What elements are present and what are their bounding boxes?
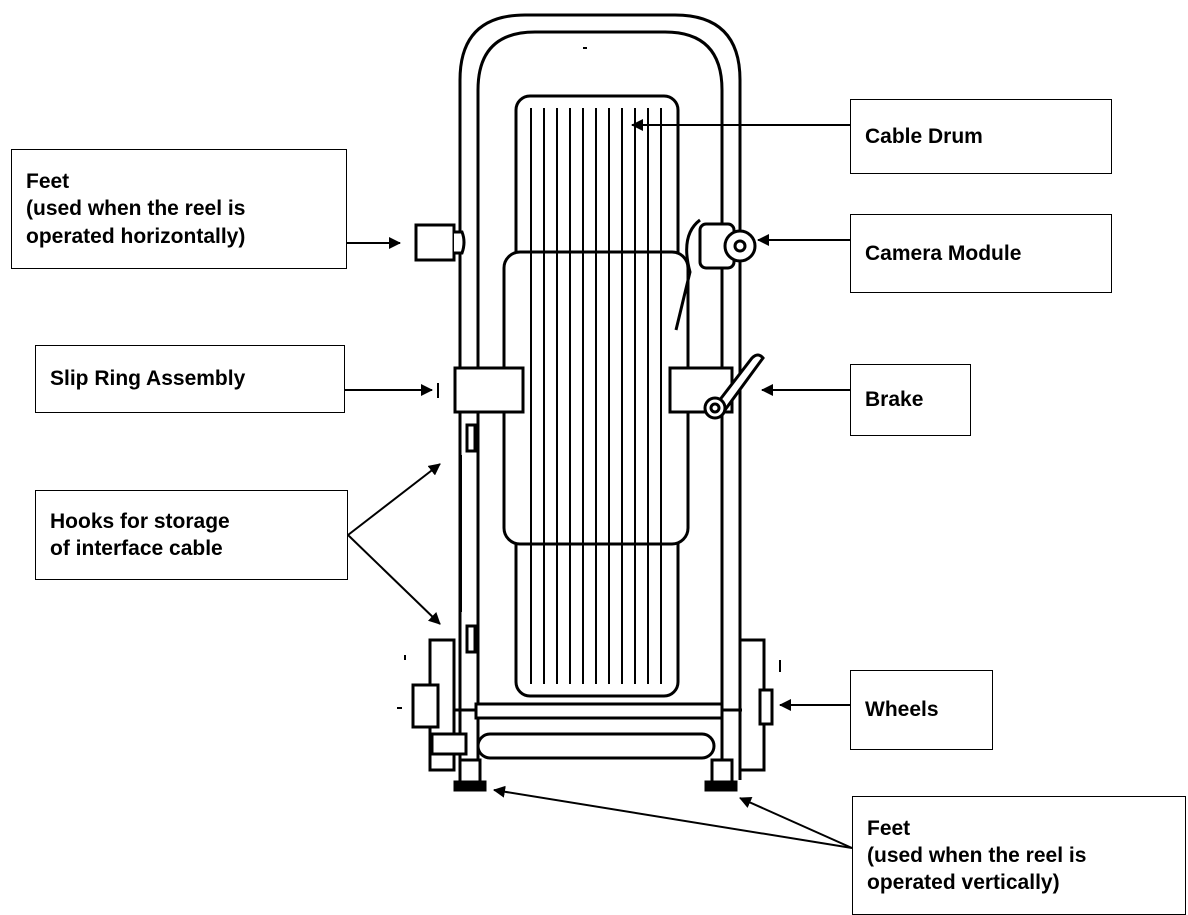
feet-horizontal-line3: operated horizontally) (26, 224, 246, 248)
reel-frame (458, 13, 742, 780)
brake-text: Brake (865, 388, 924, 412)
slip-ring-axle (437, 366, 734, 414)
feet-vertical-line1: Feet (867, 816, 911, 840)
right-wheel (738, 638, 781, 772)
hooks-line1: Hooks for storage (50, 509, 230, 533)
wheels-label: Wheels (850, 670, 993, 750)
camera-module (674, 218, 757, 331)
arrow-feet-vertical-right (739, 797, 853, 849)
cable-drum-text: Cable Drum (865, 124, 983, 148)
brake-label: Brake (850, 364, 971, 436)
base-frame (454, 702, 742, 760)
hooks-label: Hooks for storage of interface cable (35, 490, 348, 580)
camera-module-text: Camera Module (865, 241, 1022, 265)
arrow-hooks-lower (347, 534, 441, 625)
cable-drum-label: Cable Drum (850, 99, 1112, 174)
drum-cable-lines (530, 108, 662, 684)
slip-ring-label: Slip Ring Assembly (35, 345, 345, 413)
feet-horizontal-label: Feet (used when the reel is operated hor… (11, 149, 347, 269)
wheels-text: Wheels (865, 698, 939, 722)
feet-horizontal-line2: (used when the reel is (26, 197, 246, 221)
callout-arrows (345, 119, 853, 849)
storage-hooks (460, 423, 477, 654)
brake-lever (703, 353, 765, 420)
left-wheel (397, 638, 468, 772)
slip-ring-text: Slip Ring Assembly (50, 367, 246, 391)
feet-horizontal-line1: Feet (26, 170, 70, 194)
camera-module-label: Camera Module (850, 214, 1112, 293)
arrow-hooks-upper (347, 463, 441, 536)
cable-drum (502, 94, 690, 698)
side-feet-horizontal (414, 223, 466, 262)
bottom-feet (453, 758, 738, 792)
feet-vertical-line2: (used when the reel is (867, 843, 1087, 867)
arrow-feet-vertical-left (493, 785, 853, 849)
hooks-line2: of interface cable (50, 537, 223, 560)
feet-vertical-label: Feet (used when the reel is operated ver… (852, 796, 1186, 915)
feet-vertical-line3: operated vertically) (867, 871, 1060, 895)
